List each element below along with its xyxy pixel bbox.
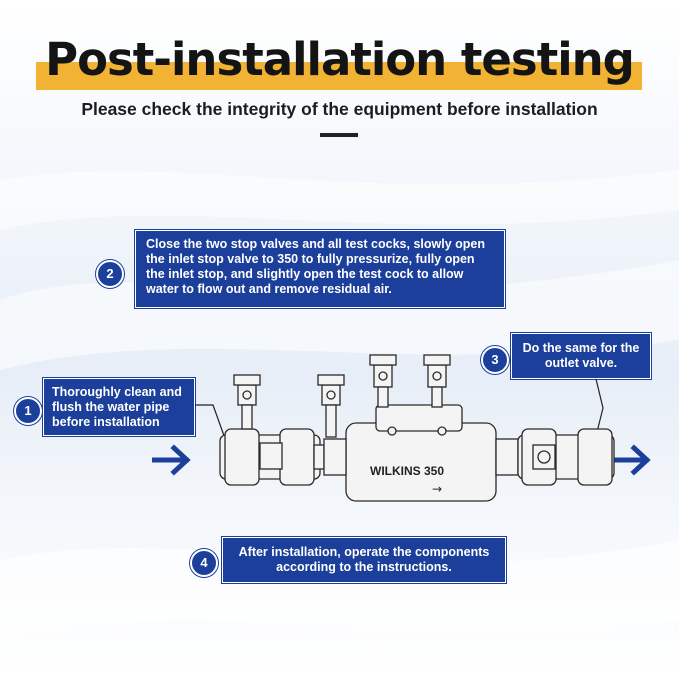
arrow-right-icon (612, 444, 651, 476)
page-subtitle: Please check the integrity of the equipm… (81, 99, 598, 119)
step-1-line: before installation (52, 415, 160, 429)
step-1-line: Thoroughly clean and (52, 385, 182, 399)
step-2-line: water to flow out and remove residual ai… (146, 282, 392, 296)
step-2-line: the inlet stop valve to 350 to fully pre… (146, 252, 475, 266)
step-3-badge: 3 (481, 346, 509, 374)
step-2-box: Close the two stop valves and all test c… (135, 230, 505, 308)
step-1-line: flush the water pipe (52, 400, 170, 414)
product-label: WILKINS 350 (370, 464, 444, 478)
step-2-line: Close the two stop valves and all test c… (146, 237, 485, 251)
step-3-line: Do the same for the (522, 341, 640, 355)
arrow-right-icon (152, 444, 191, 476)
step-1-badge: 1 (14, 397, 42, 425)
step-4-box: After installation, operate the componen… (222, 537, 506, 583)
title-block: Post-installation testing (0, 28, 679, 98)
step-2-badge: 2 (96, 260, 124, 288)
step-1-box: Thoroughly clean and flush the water pip… (43, 378, 195, 436)
step-2-line: the inlet stop, and slightly open the te… (146, 267, 464, 281)
flow-direction-arrow: → (432, 482, 442, 496)
step-4-line: according to the instructions. (276, 560, 452, 574)
subtitle-divider (320, 133, 358, 137)
step-3-line: outlet valve. (544, 356, 618, 370)
page-title: Post-installation testing (45, 33, 635, 86)
step-4-badge: 4 (190, 549, 218, 577)
backflow-preventer-drawing: WILKINS 350 → (219, 354, 615, 502)
title-highlight (36, 62, 642, 90)
step-3-box: Do the same for the outlet valve. (511, 333, 651, 379)
step-4-line: After installation, operate the componen… (238, 545, 490, 559)
